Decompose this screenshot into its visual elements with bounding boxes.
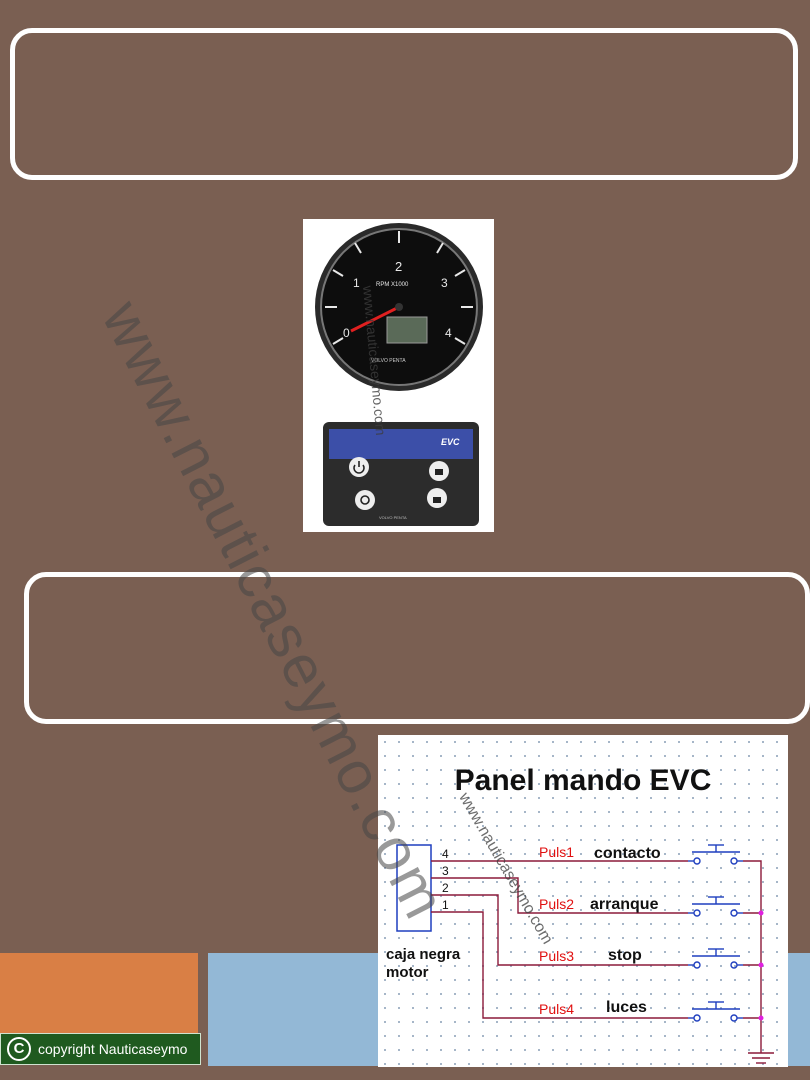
puls3-label: Puls3 [539,948,574,964]
push-buttons [688,844,743,1022]
gauge-tick-3: 3 [441,276,448,290]
gauge-unit-label: RPM X1000 [376,282,409,288]
contacto-label: contacto [594,845,661,862]
copyright-badge: C copyright Nauticaseymo [0,1033,201,1065]
evc-panel-label: EVC [441,437,460,447]
gauge-brand: VOLVO PENTA [371,358,406,364]
evc-gauge-and-panel-photo: 0 1 2 3 4 RPM X1000 VOLVO PENTA EVC VOL [303,219,494,532]
diagram-title: Panel mando EVC [455,764,712,797]
gauge-tick-0: 0 [343,326,350,340]
black-box-label-line2: motor [386,964,429,981]
pin-1-label: 1 [442,898,449,912]
evc-panel-schematic: Panel mando EVC caja negra motor 4 3 2 1 [378,735,788,1067]
push-button-1-symbol [688,844,743,865]
luces-label: luces [606,999,647,1016]
schematic-drawing: Panel mando EVC caja negra motor 4 3 2 1 [386,764,774,1064]
copyright-text: copyright Nauticaseymo [38,1041,188,1057]
wire-pin3 [431,877,688,914]
panel-brand: VOLVO PENTA [379,515,407,520]
gauge-tick-2: 2 [395,259,402,274]
pin-4-label: 4 [442,847,449,861]
tachometer-gauge: 0 1 2 3 4 RPM X1000 VOLVO PENTA [315,223,483,391]
gauge-tick-1: 1 [353,276,360,290]
common-bus [743,860,762,1053]
push-button-4-symbol [688,1001,743,1022]
puls1-label: Puls1 [539,844,574,860]
gauge-lcd-display [386,316,428,344]
pin-3-label: 3 [442,864,449,878]
black-box-label-line1: caja negra [386,946,461,963]
pin-2-label: 2 [442,881,449,895]
wire-pin2 [431,894,688,966]
puls2-label: Puls2 [539,896,574,912]
gauge-needle [350,305,400,333]
ground-icon [748,1052,774,1064]
evc-control-panel: EVC VOLVO PENTA [323,422,479,526]
puls4-label: Puls4 [539,1001,574,1017]
wire-pin1 [431,911,688,1019]
middle-text-frame [24,572,810,724]
push-button-3-symbol [688,948,743,969]
stop-label: stop [608,947,642,964]
photo-illustration: 0 1 2 3 4 RPM X1000 VOLVO PENTA EVC VOL [315,223,483,526]
orange-accent-block [0,953,198,1035]
junction-dots [758,910,764,1021]
settings-button-icon [355,490,375,510]
black-box-motor [396,844,432,932]
top-text-frame [10,28,798,180]
wiring [431,860,762,1053]
gauge-tick-4: 4 [445,326,452,340]
evc-panel-display [329,429,473,459]
arranque-label: arranque [590,896,659,913]
copyright-icon: C [7,1037,31,1061]
push-button-2-symbol [688,896,743,917]
